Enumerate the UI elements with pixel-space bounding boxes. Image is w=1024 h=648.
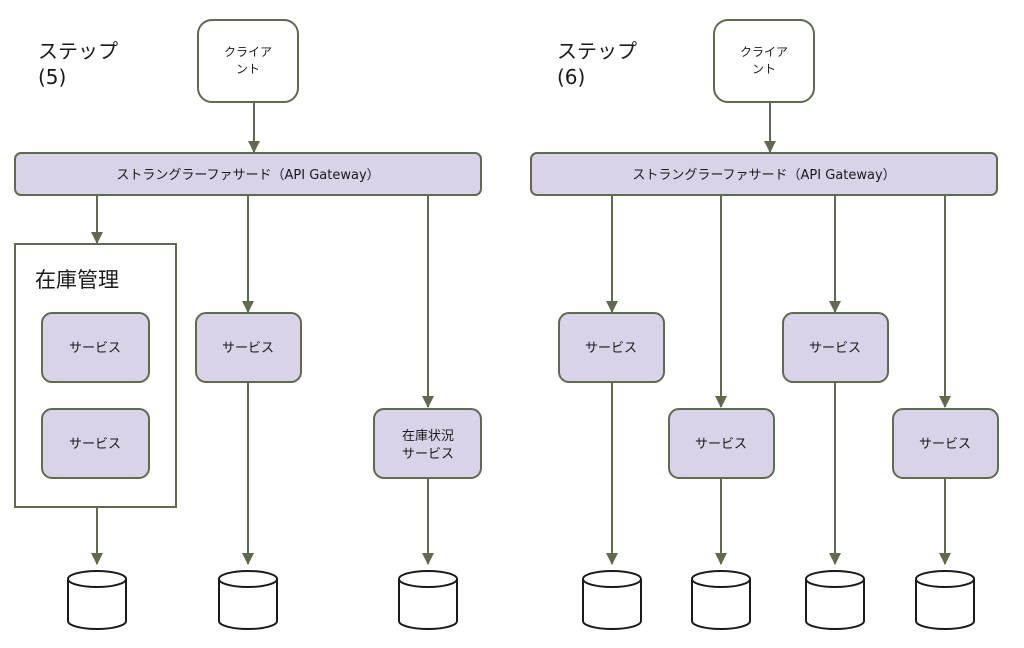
gateway-label: ストラングラーファサード（API Gateway） <box>116 168 379 183</box>
service-label-3: サービス <box>809 341 861 356</box>
database-icon <box>915 570 975 630</box>
client-box <box>713 19 815 103</box>
inventory-status-label-line1: 在庫状況 <box>402 429 454 444</box>
inventory-status-label-line2: サービス <box>402 447 454 462</box>
inventory-group-title: 在庫管理 <box>35 268 119 292</box>
gateway-box <box>530 152 998 196</box>
service-label-4: サービス <box>919 437 971 452</box>
database-icon <box>805 570 865 630</box>
client-label-line2: ント <box>236 62 260 76</box>
client-label-line1: クライア <box>224 45 272 59</box>
group-service-label-1: サービス <box>69 341 121 356</box>
database-icon <box>398 570 458 630</box>
gateway-label: ストラングラーファサード（API Gateway） <box>632 168 895 183</box>
client-label-line1: クライア <box>740 45 788 59</box>
step-title-line2: (5) <box>38 65 66 89</box>
database-icon <box>218 570 278 630</box>
step-title-line1: ステップ <box>38 39 118 63</box>
service-label-1: サービス <box>585 341 637 356</box>
database-icon <box>67 570 127 630</box>
client-box <box>197 19 299 103</box>
database-icon <box>691 570 751 630</box>
service-label-2: サービス <box>695 437 747 452</box>
group-service-box-1 <box>41 312 150 383</box>
group-service-label-2: サービス <box>69 437 121 452</box>
service-label: サービス <box>222 341 274 356</box>
group-service-box-2 <box>41 408 150 479</box>
database-icon <box>582 570 642 630</box>
step-title-line2: (6) <box>557 65 585 89</box>
client-label-line2: ント <box>752 62 776 76</box>
step-title-line1: ステップ <box>557 39 637 63</box>
